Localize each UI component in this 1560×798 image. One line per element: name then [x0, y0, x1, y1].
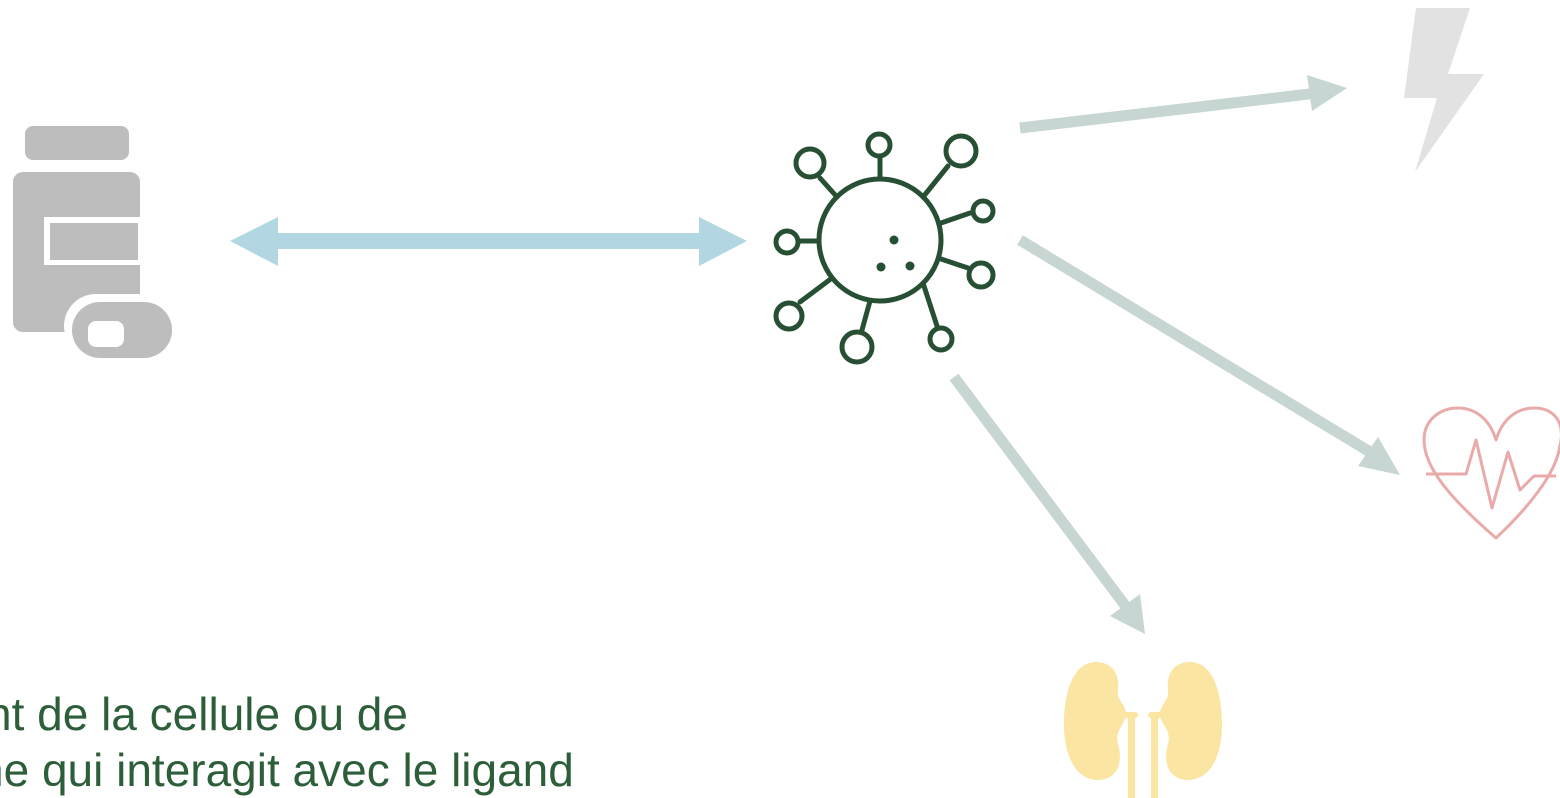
diagram-caption: nt de la cellule ou de ne qui interagit …	[0, 686, 1000, 798]
effect-arrow-heart	[1017, 235, 1400, 475]
cell-nucleus-dots	[876, 235, 915, 272]
heart-pulse-icon	[1422, 406, 1560, 540]
effect-arrow-kidney	[949, 373, 1145, 634]
caption-line-2: ne qui interagit avec le ligand	[0, 744, 574, 796]
drug-cell-interaction-arrow	[230, 217, 747, 266]
lightning-icon	[1404, 8, 1484, 172]
cell-receptor-icon	[773, 131, 996, 365]
medicine-bottle-icon	[13, 126, 174, 358]
kidneys-icon	[1064, 662, 1222, 798]
effect-arrow-lightning	[1019, 75, 1347, 134]
caption-line-1: nt de la cellule ou de	[0, 688, 408, 740]
